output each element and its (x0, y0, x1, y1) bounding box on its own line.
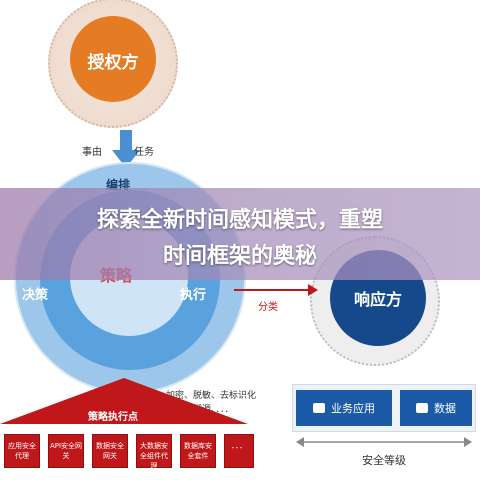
app-icon (313, 403, 325, 413)
data-icon (416, 403, 428, 413)
box-bigdata-proxy: 大数据安全组件代理 (136, 434, 172, 470)
title-banner: 探索全新时间感知模式，重塑 时间框架的奥秘 (0, 188, 480, 280)
data-label: 数据 (434, 402, 456, 415)
decision-label: 决策 (22, 288, 49, 303)
banner-line-1: 探索全新时间感知模式，重塑 (96, 208, 383, 233)
box-app-security-proxy: 应用安全代理 (4, 434, 40, 468)
triangle-label: 策略执行点 (88, 412, 138, 423)
box-db-suite: 数据库安全套件 (180, 434, 216, 468)
business-app-button: 业务应用 (296, 390, 392, 426)
box-api-gateway: API安全网关 (48, 434, 84, 468)
box-ellipsis: ．．． (224, 434, 254, 468)
banner-line-2: 时间框架的奥秘 (162, 244, 317, 269)
authorizer-label: 授权方 (87, 53, 139, 73)
box-data-gateway: 数据安全网关 (92, 434, 128, 468)
execution-label: 执行 (180, 288, 207, 303)
double-arrow-icon (296, 437, 472, 447)
business-app-label: 业务应用 (331, 402, 375, 415)
arrow-right-label: 任务 (134, 147, 154, 158)
classify-label: 分类 (258, 302, 278, 313)
data-button: 数据 (400, 390, 472, 426)
down-arrow-icon (112, 130, 140, 168)
right-arrow-icon (234, 284, 318, 296)
security-level-label: 安全等级 (362, 454, 406, 467)
arrow-left-label: 事由 (82, 147, 102, 158)
authorizer-circle: 授权方 (70, 16, 156, 102)
enforcement-triangle (0, 378, 248, 424)
responder-label: 响应方 (353, 290, 402, 309)
